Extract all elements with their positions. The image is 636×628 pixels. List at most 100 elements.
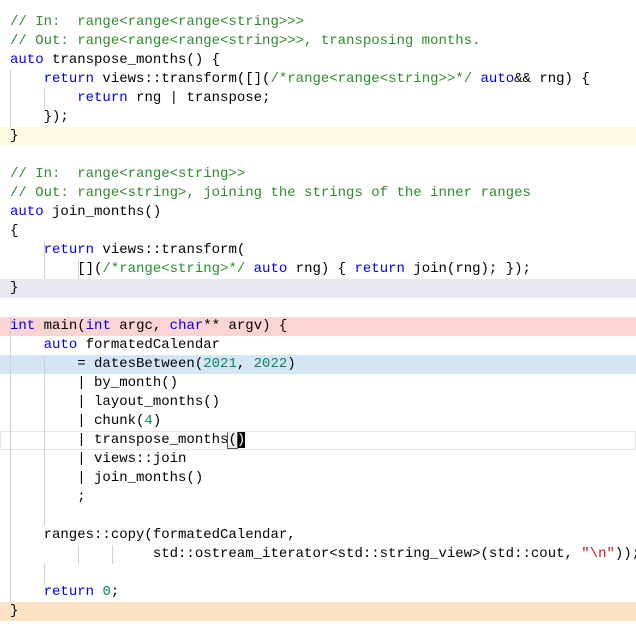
code-line[interactable]: | chunk(4) bbox=[0, 412, 636, 431]
indent-guide bbox=[44, 564, 45, 583]
code-token-plain: ** argv) { bbox=[203, 318, 288, 334]
code-line[interactable]: return rng | transpose; bbox=[0, 89, 636, 108]
code-token-plain: | transpose_months bbox=[10, 432, 229, 448]
code-token-kw: auto bbox=[10, 52, 44, 68]
code-token-plain: | join_months() bbox=[10, 470, 204, 486]
code-token-plain: }); bbox=[10, 109, 69, 125]
code-token-plain: } bbox=[10, 603, 19, 619]
code-token-kw: int bbox=[85, 318, 111, 334]
code-line[interactable]: [](/*range<string>*/ auto rng) { return … bbox=[0, 260, 636, 279]
code-line[interactable]: // Out: range<string>, joining the strin… bbox=[0, 184, 636, 203]
indent-guide bbox=[44, 241, 45, 279]
code-token-plain: join(rng); }); bbox=[404, 261, 531, 277]
code-line[interactable]: // In: range<range<range<string>>> bbox=[0, 13, 636, 32]
code-line[interactable]: } bbox=[0, 279, 636, 298]
code-line[interactable]: } bbox=[0, 602, 636, 621]
code-token-plain bbox=[10, 71, 44, 87]
indent-guide bbox=[10, 70, 11, 127]
code-line[interactable]: | join_months() bbox=[0, 469, 636, 488]
code-token-comment: // In: range<range<string>> bbox=[10, 166, 246, 182]
code-line[interactable]: auto transpose_months() { bbox=[0, 51, 636, 70]
code-line[interactable]: } bbox=[0, 127, 636, 146]
code-line[interactable] bbox=[0, 298, 636, 317]
indent-guide bbox=[78, 545, 79, 564]
code-token-plain: | chunk( bbox=[10, 413, 145, 429]
code-token-kw: return bbox=[77, 90, 128, 106]
code-token-plain: = datesBetween( bbox=[10, 356, 204, 372]
code-token-num: 0 bbox=[102, 584, 111, 600]
code-token-kw: return bbox=[43, 71, 95, 87]
code-token-plain: ; bbox=[10, 489, 86, 505]
code-token-plain: } bbox=[10, 128, 19, 144]
code-line[interactable]: // Out: range<range<range<string>>>, tra… bbox=[0, 32, 636, 51]
code-line[interactable]: | views::join bbox=[0, 450, 636, 469]
code-line[interactable]: { bbox=[0, 222, 636, 241]
code-token-comment: /*range<range<string>>*/ bbox=[270, 71, 473, 87]
code-line[interactable]: return views::transform( bbox=[0, 241, 636, 260]
code-token-plain: ranges::copy(formatedCalendar, bbox=[10, 527, 296, 543]
code-token-plain: views::transform( bbox=[94, 242, 246, 258]
code-token-kw: auto bbox=[43, 337, 78, 353]
code-token-kw: return bbox=[354, 261, 405, 277]
code-line[interactable]: std::ostream_iterator<std::string_view>(… bbox=[0, 545, 636, 564]
code-line[interactable]: = datesBetween(2021, 2022) bbox=[0, 355, 636, 374]
code-line[interactable]: }); bbox=[0, 108, 636, 127]
code-token-plain: ) bbox=[152, 413, 162, 429]
code-token-plain: { bbox=[10, 223, 19, 239]
code-token-kw: return bbox=[43, 242, 95, 258]
code-token-num: 2022 bbox=[253, 356, 288, 372]
code-line[interactable]: ranges::copy(formatedCalendar, bbox=[0, 526, 636, 545]
indent-guide bbox=[44, 89, 45, 108]
code-token-kw: int bbox=[10, 318, 36, 334]
code-token-bracket: ( bbox=[227, 431, 238, 449]
code-token-plain: | by_month() bbox=[10, 375, 179, 391]
code-line[interactable]: | by_month() bbox=[0, 374, 636, 393]
code-token-plain: formatedCalendar bbox=[77, 337, 221, 353]
code-token-bracketclose: ) bbox=[236, 432, 246, 448]
code-token-plain: rng) { bbox=[287, 261, 355, 277]
code-token-comment: // Out: range<string>, joining the strin… bbox=[10, 185, 531, 201]
code-token-plain: views::transform([]( bbox=[94, 71, 271, 87]
code-token-plain: , bbox=[236, 356, 254, 372]
indent-guide bbox=[112, 545, 113, 564]
code-token-plain: rng | transpose; bbox=[127, 90, 271, 106]
code-line[interactable]: return views::transform([](/*range<range… bbox=[0, 70, 636, 89]
indent-guide bbox=[44, 355, 45, 526]
indent-guide bbox=[78, 260, 79, 279]
code-line[interactable]: auto join_months() bbox=[0, 203, 636, 222]
code-token-plain: ) bbox=[287, 356, 296, 372]
code-token-str: "\n" bbox=[581, 546, 615, 562]
code-line[interactable]: | transpose_months() bbox=[0, 431, 636, 450]
code-token-plain: transpose_months() { bbox=[43, 52, 221, 68]
code-line[interactable]: // In: range<range<string>> bbox=[0, 165, 636, 184]
indent-guide bbox=[10, 317, 11, 602]
code-token-kw: char bbox=[169, 318, 204, 334]
code-token-comment: // Out: range<range<range<string>>>, tra… bbox=[10, 33, 481, 49]
code-token-plain: | views::join bbox=[10, 451, 187, 467]
code-token-kw: return bbox=[43, 584, 95, 600]
code-token-kw: auto bbox=[253, 261, 288, 277]
code-token-comment: /*range<string>*/ bbox=[102, 261, 246, 277]
code-line[interactable]: auto formatedCalendar bbox=[0, 336, 636, 355]
code-token-plain: []( bbox=[10, 261, 103, 277]
code-token-plain bbox=[245, 261, 253, 277]
code-token-comment: // In: range<range<range<string>>> bbox=[10, 14, 305, 30]
code-token-plain: main( bbox=[35, 318, 86, 334]
code-token-plain: } bbox=[10, 280, 19, 296]
code-line[interactable] bbox=[0, 146, 636, 165]
code-line[interactable]: | layout_months() bbox=[0, 393, 636, 412]
code-token-plain bbox=[10, 242, 44, 258]
code-line[interactable]: ; bbox=[0, 488, 636, 507]
code-line[interactable]: int main(int argc, char** argv) { bbox=[0, 317, 636, 336]
code-line[interactable] bbox=[0, 507, 636, 526]
code-token-plain: ; bbox=[110, 584, 120, 600]
code-token-kw: auto bbox=[480, 71, 515, 87]
code-token-plain: )); bbox=[614, 546, 636, 562]
code-token-plain: join_months() bbox=[43, 204, 162, 220]
code-line[interactable] bbox=[0, 564, 636, 583]
code-line[interactable]: return 0; bbox=[0, 583, 636, 602]
code-token-plain: argc, bbox=[110, 318, 170, 334]
code-token-plain bbox=[10, 337, 44, 353]
code-token-plain: && rng) { bbox=[514, 71, 590, 87]
